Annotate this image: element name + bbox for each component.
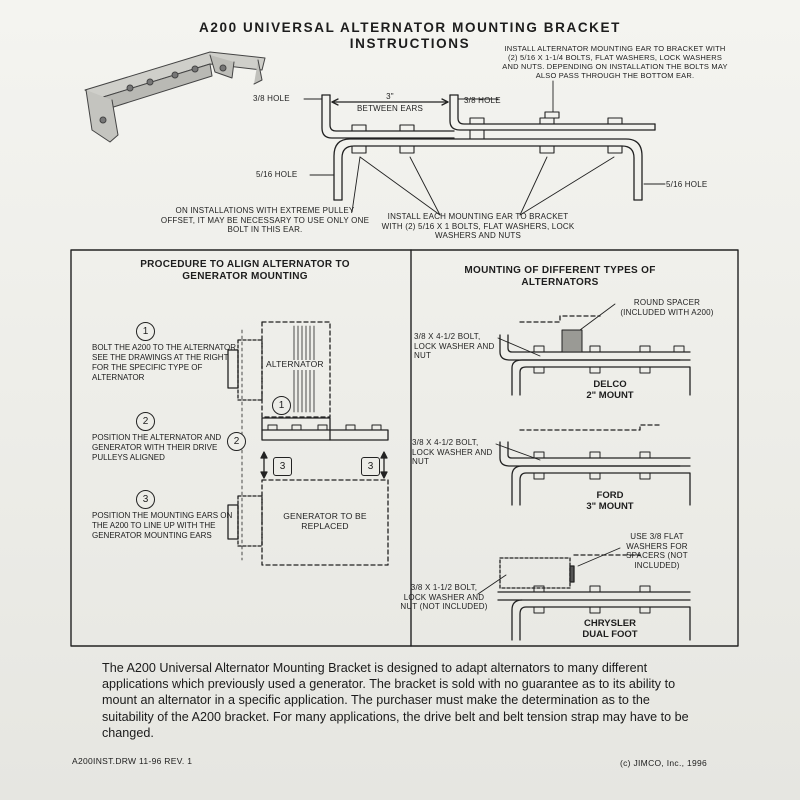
mounting-title: MOUNTING OF DIFFERENT TYPES OF ALTERNATO…: [464, 265, 656, 288]
procedure-title: PROCEDURE TO ALIGN ALTERNATOR TO GENERAT…: [140, 259, 350, 282]
delco-spacer-label: ROUND SPACER (INCLUDED WITH A200): [620, 298, 714, 317]
delco-mount-drawing: [498, 304, 690, 395]
offset-note: ON INSTALLATIONS WITH EXTREME PULLEY OFF…: [160, 206, 370, 234]
diagram-callout-2: 2: [227, 432, 246, 451]
label-3-inch: 3": [386, 92, 394, 101]
title-line-2: INSTRUCTIONS: [349, 36, 471, 51]
step-2-number: 2: [136, 412, 155, 431]
chrysler-mount-drawing: [478, 548, 690, 640]
ear-install-note: INSTALL ALTERNATOR MOUNTING EAR TO BRACK…: [502, 44, 728, 80]
delco-name-line2: 2" MOUNT: [586, 390, 634, 401]
chrysler-bolt-label: 3/8 x 1-1/2 BOLT, LOCK WASHER AND NUT (N…: [400, 583, 488, 611]
ford-bolt-label: 3/8 x 4-1/2 BOLT, LOCK WASHER AND NUT: [412, 438, 493, 466]
delco-name-line1: DELCO: [593, 379, 627, 390]
step-1-text: BOLT THE A200 TO THE ALTERNATOR. SEE THE…: [92, 343, 239, 382]
label-38-hole-left: 3/8 HOLE: [253, 94, 290, 103]
diagram-callout-3a: 3: [273, 457, 292, 476]
label-38-hole-right: 3/8 HOLE: [464, 96, 501, 105]
title-line-1: A200 UNIVERSAL ALTERNATOR MOUNTING BRACK…: [199, 20, 621, 35]
generator-label: GENERATOR TO BE REPLACED: [283, 511, 367, 531]
step-1-number: 1: [136, 322, 155, 341]
chrysler-name-line2: DUAL FOOT: [582, 629, 638, 640]
step-3-text: POSITION THE MOUNTING EARS ON THE A200 T…: [92, 511, 233, 540]
step-3-number: 3: [136, 490, 155, 509]
delco-bolt-label: 3/8 x 4-1/2 BOLT, LOCK WASHER AND NUT: [414, 332, 495, 360]
chrysler-mount-name: CHRYSLER DUAL FOOT: [555, 618, 665, 640]
copyright: (c) JIMCO, Inc., 1996: [620, 758, 708, 768]
diagram-callout-1: 1: [272, 396, 291, 415]
label-516-hole-right: 5/16 HOLE: [666, 180, 708, 189]
step-2-text: POSITION THE ALTERNATOR AND GENERATOR WI…: [92, 433, 222, 462]
ford-mount-name: FORD 3" MOUNT: [570, 490, 650, 512]
diagram-callout-3b: 3: [361, 457, 380, 476]
description-paragraph: The A200 Universal Alternator Mounting B…: [102, 661, 689, 740]
chrysler-name-line1: CHRYSLER: [584, 618, 636, 629]
alternator-label: ALTERNATOR: [266, 359, 324, 370]
panel-frame: [71, 250, 738, 646]
top-bracket-drawing: [304, 81, 665, 215]
ford-name-line1: FORD: [596, 490, 624, 501]
drawing-id: A200INST.DRW 11-96 REV. 1: [72, 756, 193, 766]
ford-name-line2: 3" MOUNT: [586, 501, 634, 512]
label-516-hole-left: 5/16 HOLE: [256, 170, 298, 179]
delco-mount-name: DELCO 2" MOUNT: [570, 379, 650, 401]
chrysler-washers-label: USE 3/8 FLAT WASHERS FOR SPACERS (NOT IN…: [626, 532, 688, 570]
page-title: A200 UNIVERSAL ALTERNATOR MOUNTING BRACK…: [170, 20, 650, 52]
ford-mount-drawing: [496, 425, 690, 505]
install-note: INSTALL EACH MOUNTING EAR TO BRACKET WIT…: [381, 212, 575, 240]
label-between-ears: BETWEEN EARS: [357, 104, 423, 113]
bracket-photo: [85, 52, 265, 142]
